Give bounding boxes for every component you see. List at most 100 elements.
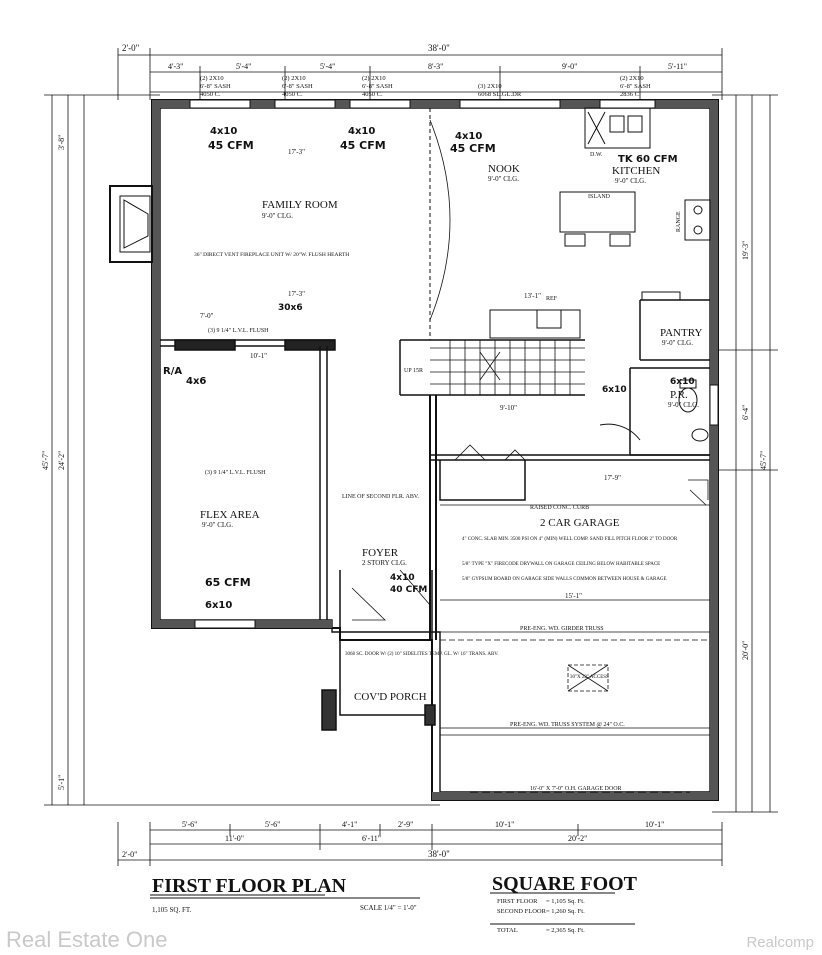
powder-room-fixtures <box>599 379 709 442</box>
hvac-cfm-family-left: 45 CFM <box>208 139 254 152</box>
svg-text:17'-3": 17'-3" <box>288 148 305 156</box>
room-family-ceiling: 9'-0" CLG. <box>262 212 293 220</box>
svg-text:(2) 2X10: (2) 2X10 <box>282 75 306 82</box>
hvac-return-air: R/A <box>163 366 182 377</box>
dim-top-seg-1: 4'-3" <box>168 62 183 71</box>
room-kitchen-ceiling: 9'-0" CLG. <box>615 177 646 185</box>
hvac-reg-foyer: 4x10 <box>390 573 415 583</box>
hvac-reg-30x6: 30x6 <box>278 303 303 313</box>
sqft-row-second-label: SECOND FLOOR <box>497 908 547 915</box>
plan-scale: SCALE 1/4" = 1'-0" <box>360 904 417 912</box>
plan-title: FIRST FLOOR PLAN <box>152 875 347 897</box>
room-pantry-ceiling: 9'-0" CLG. <box>662 339 693 347</box>
hvac-reg-family-left: 4x10 <box>210 126 237 137</box>
sqft-title: SQUARE FOOT <box>492 873 638 895</box>
room-flex-ceiling: 9'-0" CLG. <box>202 521 233 529</box>
svg-text:9'-10": 9'-10" <box>500 404 517 412</box>
note-range: RANGE <box>676 211 682 232</box>
windows <box>189 99 719 629</box>
stairs <box>430 340 585 395</box>
dim-bottom-total: 38'-0" <box>428 849 450 859</box>
room-powder-ceiling: 9'-0" CLG. <box>668 401 699 409</box>
garage-lines <box>440 489 710 793</box>
top-dimensions <box>117 48 723 100</box>
title-block <box>150 892 635 925</box>
room-foyer-name: FOYER <box>362 547 399 559</box>
sqft-row-total-label: TOTAL <box>497 927 518 934</box>
svg-text:ISLAND: ISLAND <box>588 194 611 200</box>
svg-text:(2) 2X10: (2) 2X10 <box>620 75 644 82</box>
bottom-dimensions <box>117 822 723 866</box>
dim-bottom-seg-5: 10'-1" <box>495 820 514 829</box>
svg-text:6'-8" SASH: 6'-8" SASH <box>362 83 393 90</box>
sqft-row-first-value: = 1,105 Sq. Ft. <box>546 898 585 905</box>
interior-walls <box>160 108 710 731</box>
dim-bottom-mid-3: 20'-2" <box>568 834 587 843</box>
dim-bottom-seg-6: 10'-1" <box>645 820 664 829</box>
room-foyer-ceiling: 2 STORY CLG. <box>362 559 407 567</box>
dim-right-mid: 6'-4" <box>741 405 750 420</box>
dim-left-upper: 3'-8" <box>57 135 66 150</box>
svg-text:17'-3": 17'-3" <box>288 290 305 298</box>
svg-text:15'-1": 15'-1" <box>565 592 582 600</box>
hvac-reg-pr: 6x10 <box>602 385 627 395</box>
side-dimensions <box>44 94 778 813</box>
room-flex-name: FLEX AREA <box>200 509 260 521</box>
dim-left-total: 45'-7" <box>41 451 50 470</box>
room-nook-ceiling: 9'-0" CLG. <box>488 175 519 183</box>
room-nook-name: NOOK <box>488 163 520 175</box>
svg-text:PRE-ENG. WD. TRUSS SYSTEM @ 24: PRE-ENG. WD. TRUSS SYSTEM @ 24" O.C. <box>510 722 625 728</box>
sqft-row-second-value: = 1,260 Sq. Ft. <box>546 908 585 915</box>
hvac-reg-flex-top: 4x6 <box>186 376 206 387</box>
svg-text:UP 15R: UP 15R <box>404 368 423 374</box>
kitchen-fixtures <box>489 107 711 339</box>
svg-text:(3) 9 1/4" L.V.L. FLUSH: (3) 9 1/4" L.V.L. FLUSH <box>208 327 269 334</box>
dim-right-lower: 20'-0" <box>741 641 750 660</box>
svg-text:6'-8" SASH: 6'-8" SASH <box>282 83 313 90</box>
dim-bottom-mid-2: 6'-11" <box>362 834 381 843</box>
dim-right-upper: 19'-3" <box>741 241 750 260</box>
svg-text:RAISED CONC. CURB: RAISED CONC. CURB <box>530 505 589 511</box>
svg-text:30"X 22" ACCESS: 30"X 22" ACCESS <box>570 675 609 680</box>
sqft-row-total-value: = 2,365 Sq. Ft. <box>546 927 585 934</box>
svg-text:5/8" GYPSUM BOARD ON GARAGE SI: 5/8" GYPSUM BOARD ON GARAGE SIDE WALLS C… <box>462 577 667 582</box>
sqft-row-first-label: FIRST FLOOR <box>497 898 538 905</box>
hvac-reg-family-mid: 4x10 <box>348 126 375 137</box>
watermark-right: Realcomp <box>746 934 814 951</box>
svg-text:36" DIRECT VENT FIREPLACE UNIT: 36" DIRECT VENT FIREPLACE UNIT W/ 20"W. … <box>194 252 349 258</box>
dim-bottom-seg-2: 5'-6" <box>265 820 280 829</box>
door-swings <box>351 119 709 621</box>
svg-text:10'-1": 10'-1" <box>250 352 267 360</box>
interior-dimensions: 17'-3" 17'-3" 13'-1" 17'-9" 15'-1" 10'-1… <box>200 148 621 600</box>
svg-text:16'-0" X 7'-0" O.H. GARAGE DOO: 16'-0" X 7'-0" O.H. GARAGE DOOR <box>530 786 622 792</box>
dim-top-seg-2: 5'-4" <box>236 62 251 71</box>
hvac-reg-nook: 4x10 <box>455 131 482 142</box>
room-garage-name: 2 CAR GARAGE <box>540 517 620 529</box>
plan-sqft: 1,105 SQ. FT. <box>152 906 192 914</box>
room-porch-name: COV'D PORCH <box>354 691 427 703</box>
watermark-left: Real Estate One <box>6 927 168 952</box>
hvac-cfm-kitchen: TK 60 CFM <box>618 154 678 165</box>
dim-top-seg-4: 8'-3" <box>428 62 443 71</box>
dim-bottom-left-offset: 2'-0" <box>122 850 137 859</box>
svg-text:(2) 2X10: (2) 2X10 <box>200 75 224 82</box>
dim-top-total: 38'-0" <box>428 43 450 53</box>
dim-top-seg-6: 5'-11" <box>668 62 687 71</box>
hvac-reg-pantry: 6x10 <box>670 377 695 387</box>
dim-bottom-seg-4: 2'-9" <box>398 820 413 829</box>
technical-notes: 36" DIRECT VENT FIREPLACE UNIT W/ 20"W. … <box>194 152 678 792</box>
room-powder-name: P.R. <box>670 389 688 401</box>
svg-text:4050 C.: 4050 C. <box>282 91 303 98</box>
svg-text:4050 C.: 4050 C. <box>200 91 221 98</box>
dim-bottom-seg-1: 5'-6" <box>182 820 197 829</box>
dim-left-lower: 5'-1" <box>57 775 66 790</box>
hvac-cfm-family-mid: 45 CFM <box>340 139 386 152</box>
svg-text:(3) 2X10: (3) 2X10 <box>478 83 502 90</box>
dim-bottom-seg-3: 4'-1" <box>342 820 357 829</box>
hvac-cfm-nook: 45 CFM <box>450 142 496 155</box>
svg-text:D.W.: D.W. <box>590 152 603 158</box>
svg-text:4" CONC. SLAB MIN. 3500 PSI ON: 4" CONC. SLAB MIN. 3500 PSI ON 4" (MIN) … <box>462 537 678 542</box>
svg-text:REF: REF <box>546 296 558 302</box>
svg-text:13'-1": 13'-1" <box>524 292 541 300</box>
